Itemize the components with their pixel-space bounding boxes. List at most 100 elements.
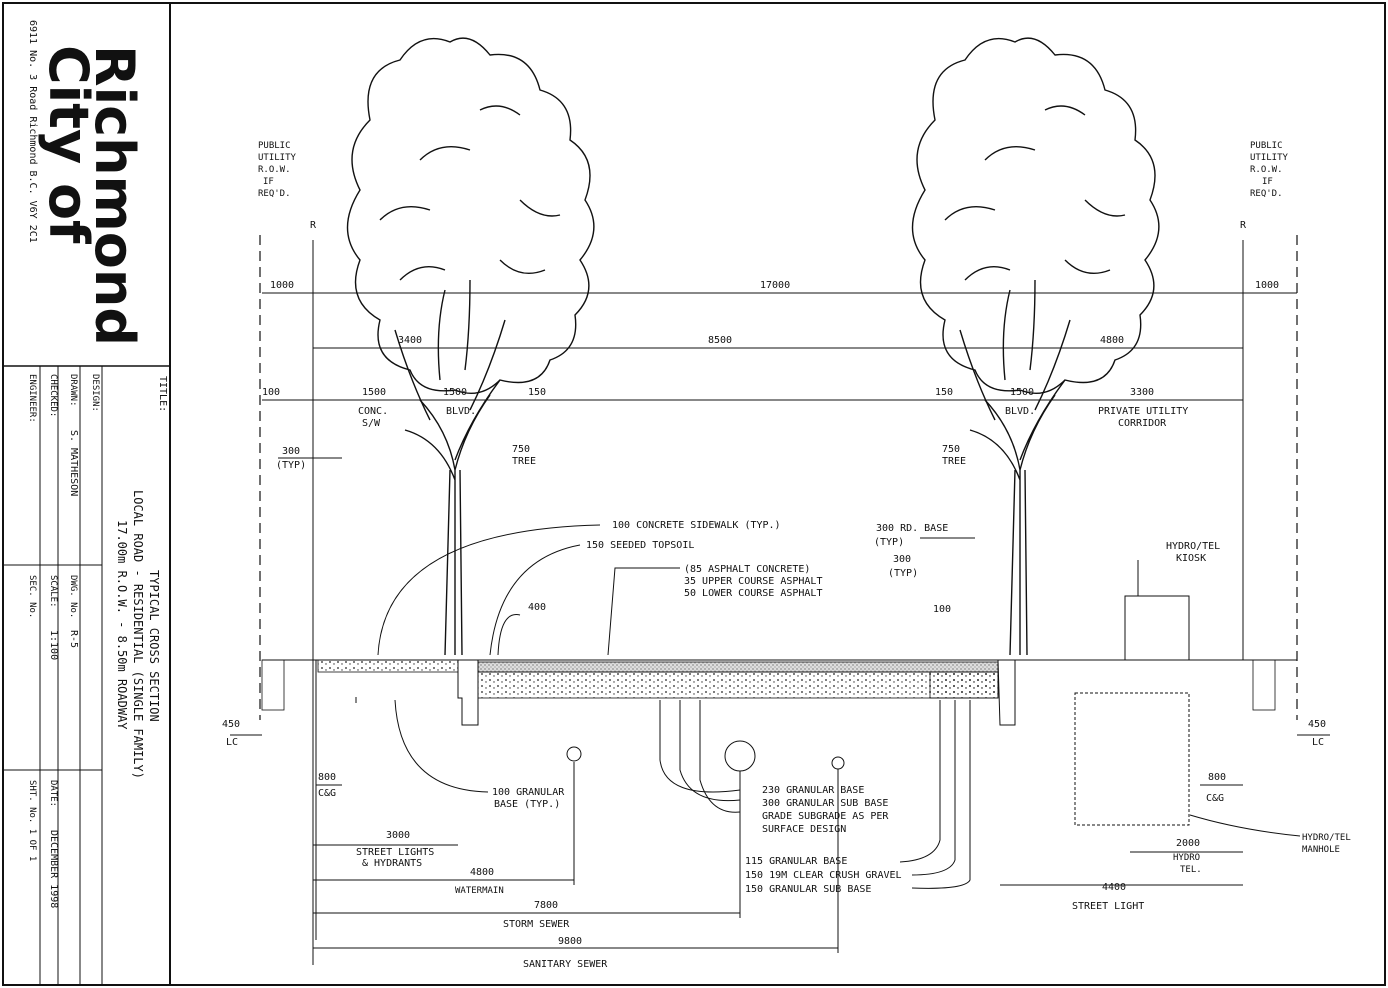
sanitary-sewer-label: SANITARY SEWER (523, 959, 608, 970)
property-lines (312, 240, 1244, 965)
street-lights-2: & HYDRANTS (362, 858, 422, 869)
date-value: DECEMBER 1998 (48, 830, 59, 908)
private-utility-2: CORRIDOR (1118, 418, 1167, 429)
rd-base-2: (TYP) (874, 537, 904, 548)
road-layer-3: GRADE SUBGRADE AS PER (762, 811, 889, 822)
hydro-kiosk-2: KIOSK (1176, 553, 1206, 564)
dim-800-left-1: 800 (318, 772, 336, 783)
property-line-left: R (310, 220, 317, 231)
asphalt-note-3: 50 LOWER COURSE ASPHALT (684, 588, 822, 599)
checked-label: CHECKED: (48, 374, 58, 417)
hydro-manhole-1: HYDRO/TEL (1302, 833, 1351, 843)
private-utility-1: PRIVATE UTILITY (1098, 406, 1188, 417)
topsoil-note: 150 SEEDED TOPSOIL (586, 540, 694, 551)
property-line-right: R (1240, 220, 1247, 231)
title-line-1: TYPICAL CROSS SECTION (147, 570, 161, 722)
dim-800-left-2: C&G (318, 788, 336, 799)
design-label: DESIGN: (90, 374, 100, 412)
dim-4400: 4400 (1102, 882, 1126, 893)
logo-city-of: City of (37, 45, 100, 244)
hydro-kiosk-box (1124, 595, 1190, 661)
blvd-left: BLVD. (446, 406, 476, 417)
pu-right-1: PUBLIC (1250, 141, 1283, 151)
dim-100-b: 100 (933, 604, 951, 615)
dim-9800: 9800 (558, 936, 582, 947)
asphalt-note-2: 35 UPPER COURSE ASPHALT (684, 576, 822, 587)
watermain-pipe (566, 746, 582, 762)
blvd-right: BLVD. (1005, 406, 1035, 417)
dim-450-right-1: 450 (1308, 719, 1326, 730)
hydro-tel-2: TEL. (1180, 865, 1202, 875)
road-layer-4: SURFACE DESIGN (762, 824, 846, 835)
dim-4800: 4800 (1100, 335, 1124, 346)
sec-label: SEC. No. (27, 575, 37, 618)
tree-750-left-1: 750 (512, 444, 530, 455)
storm-sewer-label: STORM SEWER (503, 919, 570, 930)
right-curb (997, 659, 1016, 726)
pu-left-5: REQ'D. (258, 189, 291, 199)
hydro-kiosk-1: HYDRO/TEL (1166, 541, 1220, 552)
granular-base-typ-1: 100 GRANULAR (492, 787, 565, 798)
dim-800-right-1: 800 (1208, 772, 1226, 783)
dim-150-b: 150 (935, 387, 953, 398)
date-label: DATE: (48, 780, 58, 807)
dim-300-typ-1: 300 (282, 446, 300, 457)
watermain-label: WATERMAIN (455, 886, 504, 896)
tree-750-right-1: 750 (942, 444, 960, 455)
dimension-lines (230, 292, 1330, 953)
left-light-base (261, 659, 285, 711)
row-lines (259, 235, 1298, 720)
title-line-2: LOCAL ROAD - RESIDENTIAL (SINGLE FAMILY) (131, 490, 145, 779)
dim-300-typ-b-2: (TYP) (888, 568, 918, 579)
title-label: TITLE: (157, 376, 168, 412)
scale-label: SCALE: (48, 575, 58, 608)
road-layer-2: 300 GRANULAR SUB BASE (762, 798, 888, 809)
tree-right (911, 37, 1160, 656)
pu-left-3: R.O.W. (258, 165, 291, 175)
rd-base-1: 300 RD. BASE (876, 523, 948, 534)
dwg-label: DWG. No. (68, 575, 78, 618)
drawing-labels: PUBLIC UTILITY R.O.W. IF REQ'D. PUBLIC U… (222, 141, 1351, 970)
right-light-base (1252, 659, 1276, 711)
pu-left-4: IF (263, 177, 274, 187)
left-curb (457, 659, 479, 726)
conc-sw-2: S/W (362, 418, 381, 429)
dim-8500: 8500 (708, 335, 732, 346)
drawn-label: DRAWN: (68, 374, 78, 407)
dim-7800: 7800 (534, 900, 558, 911)
sw-layer-1: 115 GRANULAR BASE (745, 856, 847, 867)
sheet-number: SHT. No. 1 OF 1 (27, 780, 37, 861)
dim-1500-b: 1500 (443, 387, 467, 398)
sidewalk-note: 100 CONCRETE SIDEWALK (TYP.) (612, 520, 781, 531)
hydro-tel-1: HYDRO (1173, 853, 1200, 863)
title-block: 6911 No. 3 Road Richmond B.C. V6Y 2C1 Ci… (3, 3, 171, 985)
sw-layer-2: 150 19M CLEAR CRUSH GRAVEL (745, 870, 902, 881)
dim-100: 100 (262, 387, 280, 398)
granular-base-typ-2: BASE (TYP.) (494, 799, 560, 810)
left-sidewalk-base (317, 659, 459, 673)
storm-sewer-pipe (724, 740, 756, 772)
pu-left-1: PUBLIC (258, 141, 291, 151)
dim-4800-wm: 4800 (470, 867, 494, 878)
pu-left-2: UTILITY (258, 153, 297, 163)
dim-800-right-2: C&G (1206, 793, 1224, 804)
org-address: 6911 No. 3 Road Richmond B.C. V6Y 2C1 (27, 20, 38, 243)
tree-750-left-2: TREE (512, 456, 536, 467)
hydro-manhole-box (1074, 692, 1190, 826)
tree-left (346, 37, 595, 656)
logo-richmond: Richmond (83, 45, 146, 346)
street-lights-1: STREET LIGHTS (356, 847, 434, 858)
asphalt-note-1: (85 ASPHALT CONCRETE) (684, 564, 810, 575)
hydro-manhole-2: MANHOLE (1302, 845, 1340, 855)
dim-450-left-2: LC (226, 737, 238, 748)
street-light-label: STREET LIGHT (1072, 901, 1144, 912)
tree-750-right-2: TREE (942, 456, 966, 467)
dim-450-right-2: LC (1312, 737, 1324, 748)
dim-1500-a: 1500 (362, 387, 386, 398)
dim-1000-left: 1000 (270, 280, 294, 291)
dim-400: 400 (528, 602, 546, 613)
pu-right-4: IF (1262, 177, 1273, 187)
dwg-value: R-5 (68, 630, 79, 648)
dim-3400: 3400 (398, 335, 422, 346)
